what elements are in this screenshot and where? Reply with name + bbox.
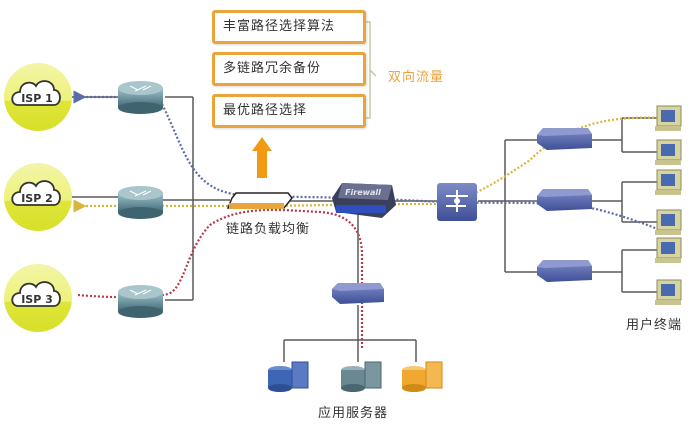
flow-blue-path	[161, 103, 661, 232]
pc-4	[655, 209, 682, 235]
firewall-device: Firewall	[332, 183, 396, 218]
isp-2-label: ISP 2	[21, 192, 53, 205]
switch-1	[537, 128, 592, 150]
pc-6	[655, 279, 682, 305]
cloud-icon	[11, 80, 61, 106]
server-orange	[402, 361, 443, 392]
firewall-label: Firewall	[345, 188, 381, 197]
app-server-label: 应用服务器	[318, 406, 389, 421]
flow-red-path	[77, 208, 364, 350]
up-arrow-icon	[252, 137, 272, 178]
user-terminal-label: 用户终端	[626, 318, 683, 333]
router-2	[118, 186, 163, 219]
pc-5	[655, 237, 682, 263]
server-switch	[332, 283, 384, 304]
router-icon	[129, 85, 152, 92]
switch-2	[537, 189, 592, 211]
feature-label: 丰富路径选择算法	[223, 19, 336, 34]
feature-label: 多链路冗余备份	[223, 61, 322, 76]
isp-1-label: ISP 1	[21, 92, 53, 105]
load-balancer-device	[226, 192, 293, 209]
feature-box-redundancy: 多链路冗余备份	[212, 52, 366, 86]
link-lines	[70, 96, 658, 362]
isp-1: ISP 1	[4, 63, 72, 131]
core-switch	[437, 183, 477, 221]
feature-box-path-algorithms: 丰富路径选择算法	[212, 10, 366, 44]
load-balancer-label: 链路负载均衡	[226, 222, 311, 237]
isp-3-label: ISP 3	[21, 293, 53, 306]
pc-3	[655, 169, 682, 195]
switch-3	[537, 260, 592, 282]
feature-box-optimal-path: 最优路径选择	[212, 94, 366, 128]
cloud-icon	[11, 281, 61, 307]
pc-2	[655, 139, 682, 165]
isp-2: ISP 2	[4, 163, 72, 231]
pc-1	[655, 105, 682, 131]
feature-label: 最优路径选择	[223, 103, 308, 118]
router-icon	[129, 190, 152, 197]
server-gray	[341, 361, 382, 392]
bidirectional-traffic-label: 双向流量	[388, 70, 445, 85]
router-1	[118, 81, 163, 114]
server-blue	[268, 361, 309, 392]
router-icon	[129, 289, 152, 296]
app-servers	[268, 361, 443, 392]
user-terminals	[655, 105, 682, 305]
cloud-icon	[11, 180, 61, 206]
isp-3: ISP 3	[4, 264, 72, 332]
router-3	[118, 285, 163, 318]
